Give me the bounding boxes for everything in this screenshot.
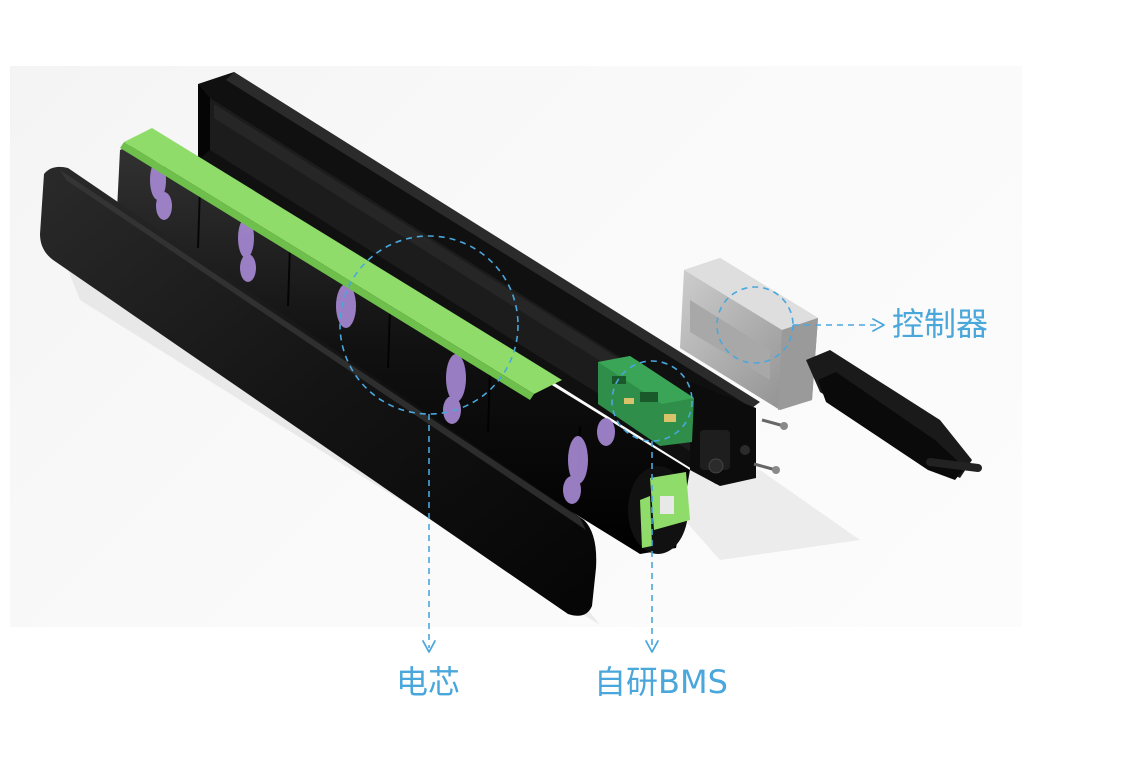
end-cap xyxy=(690,382,756,486)
bms-callout-circle xyxy=(611,360,693,442)
mounting-hole xyxy=(708,458,724,474)
cells-label: 电芯 xyxy=(396,663,461,701)
pcb-chip xyxy=(640,392,658,402)
cell-rings xyxy=(150,160,615,504)
leader-lines xyxy=(428,324,878,648)
front-cover xyxy=(40,166,597,616)
controller-label: 控制器 xyxy=(892,305,989,343)
screws xyxy=(753,418,788,474)
pcb-component xyxy=(664,414,676,422)
arrow-head-icon xyxy=(645,640,659,653)
pcb-chip xyxy=(612,376,626,384)
connector-port xyxy=(700,430,730,470)
bms-board xyxy=(598,356,694,446)
bms-label: 自研BMS xyxy=(594,663,728,701)
pcb-component xyxy=(624,398,634,404)
battery-cell-pack xyxy=(116,128,690,554)
mounting-hole xyxy=(740,445,750,455)
arrow-head-icon xyxy=(422,640,436,653)
cells-callout-circle xyxy=(339,235,519,415)
controller-module xyxy=(680,258,982,480)
arrow-head-icon xyxy=(872,318,885,332)
terminal xyxy=(660,496,674,514)
